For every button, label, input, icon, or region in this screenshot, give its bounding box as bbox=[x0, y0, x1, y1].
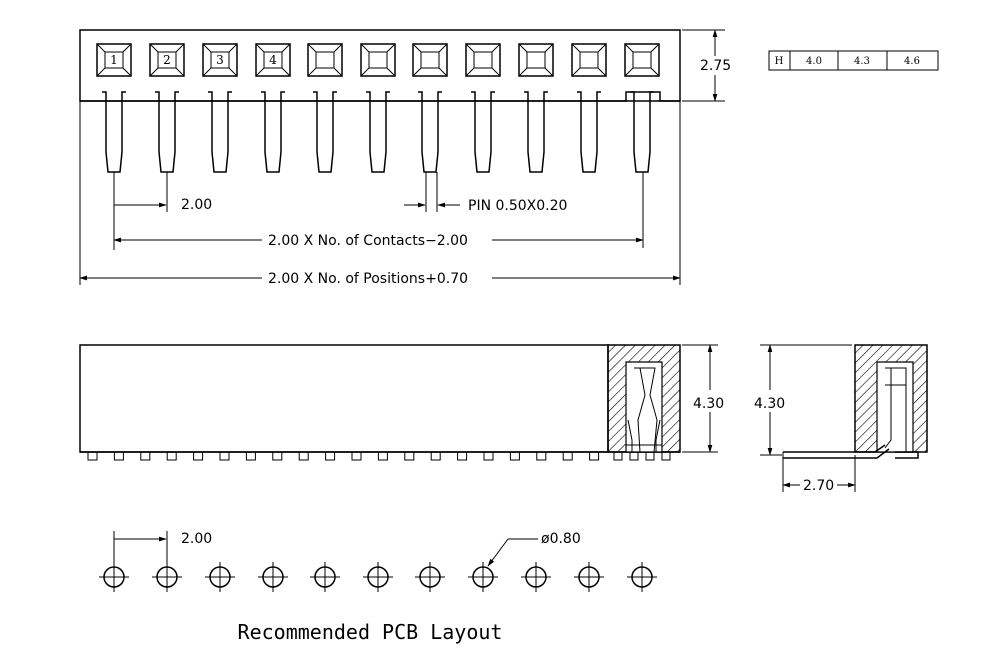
contacts-dim-label: 2.00 X No. of Contacts−2.00 bbox=[268, 233, 468, 249]
pin-tail bbox=[645, 451, 655, 461]
pin-tail bbox=[193, 451, 204, 461]
pcb-hole bbox=[627, 562, 657, 592]
right-angle-view: 4.30 2.70 bbox=[754, 344, 928, 494]
table-value-1: 4.0 bbox=[806, 56, 822, 67]
contact-pin bbox=[630, 91, 654, 173]
pin-tail bbox=[298, 451, 309, 461]
socket-row: 1 2 3 4 bbox=[96, 43, 660, 77]
pin-tail bbox=[613, 451, 623, 461]
pcb-pitch-dim: 2.00 bbox=[181, 531, 212, 547]
contact-pin bbox=[577, 91, 601, 173]
top-height-dim: 2.75 bbox=[700, 58, 731, 74]
pin-tail bbox=[140, 451, 151, 461]
pin-tail bbox=[219, 451, 230, 461]
pin-tail bbox=[661, 451, 671, 461]
table-value-3: 4.6 bbox=[904, 56, 920, 67]
socket bbox=[624, 43, 660, 77]
socket bbox=[307, 43, 343, 77]
pcb-hole-row bbox=[99, 562, 657, 592]
pin-tail bbox=[562, 451, 573, 461]
positions-dim-label: 2.00 X No. of Positions+0.70 bbox=[268, 271, 468, 287]
socket bbox=[465, 43, 501, 77]
pin-tail bbox=[483, 451, 494, 461]
socket: 4 bbox=[255, 43, 291, 77]
pin-tail bbox=[536, 451, 547, 461]
side-section bbox=[607, 344, 681, 453]
contact-pin bbox=[366, 91, 390, 173]
pitch-dim-label: 2.00 bbox=[181, 197, 212, 213]
hole-diameter-dim: ø0.80 bbox=[541, 531, 581, 547]
pcb-hole bbox=[99, 562, 129, 592]
contact-pin bbox=[524, 91, 548, 173]
socket: 2 bbox=[149, 43, 185, 77]
pin-number-label: 4 bbox=[269, 53, 277, 67]
socket bbox=[360, 43, 396, 77]
pin-tail bbox=[87, 451, 98, 461]
socket bbox=[518, 43, 554, 77]
pcb-hole bbox=[468, 562, 498, 592]
contact-pin bbox=[208, 91, 232, 173]
pcb-hole bbox=[258, 562, 288, 592]
socket: 1 bbox=[96, 43, 132, 77]
pin-tail bbox=[629, 451, 639, 461]
contact-pin bbox=[471, 91, 495, 173]
pcb-layout-caption: Recommended PCB Layout bbox=[238, 620, 503, 644]
pcb-hole bbox=[363, 562, 393, 592]
contact-pin bbox=[418, 91, 442, 173]
pin-tail bbox=[351, 451, 362, 461]
pin-tail bbox=[404, 451, 415, 461]
pin-tail bbox=[113, 451, 124, 461]
offset-dim: 2.70 bbox=[803, 478, 834, 494]
pin-number-label: 3 bbox=[216, 53, 224, 67]
contact-pin bbox=[261, 91, 285, 173]
pin-tail bbox=[166, 451, 177, 461]
table-value-2: 4.3 bbox=[854, 56, 870, 67]
side-view: 4.30 bbox=[79, 344, 724, 461]
pin-tail bbox=[325, 451, 336, 461]
pin-number-label: 2 bbox=[163, 53, 171, 67]
socket: 3 bbox=[202, 43, 238, 77]
pin-row bbox=[102, 91, 654, 173]
top-view: 1 2 3 4 2.75 2.00 PIN 0.50X0.20 2.00 X No. … bbox=[79, 29, 731, 287]
pin-tail bbox=[457, 451, 468, 461]
pcb-layout: 2.00 ø0.80 Recommended PCB Layout bbox=[99, 531, 657, 644]
pin-tail bbox=[509, 451, 520, 461]
contact-pin bbox=[155, 91, 179, 173]
pin-tail bbox=[272, 451, 283, 461]
contact-pin bbox=[313, 91, 337, 173]
pcb-hole bbox=[574, 562, 604, 592]
pin-tail bbox=[245, 451, 256, 461]
side-height-dim: 4.30 bbox=[693, 396, 724, 412]
contact-pin bbox=[102, 91, 126, 173]
side-pin-tails bbox=[87, 451, 671, 461]
pcb-hole bbox=[152, 562, 182, 592]
pin-tail bbox=[377, 451, 388, 461]
pin-number-label: 1 bbox=[110, 53, 118, 67]
pcb-hole bbox=[310, 562, 340, 592]
table-header-h: H bbox=[775, 56, 784, 67]
socket bbox=[412, 43, 448, 77]
height-table: H 4.0 4.3 4.6 bbox=[768, 50, 939, 71]
pcb-hole bbox=[205, 562, 235, 592]
socket bbox=[571, 43, 607, 77]
pin-size-dim: PIN 0.50X0.20 bbox=[468, 198, 567, 214]
side-housing bbox=[79, 344, 609, 453]
rightangle-height-dim: 4.30 bbox=[754, 396, 785, 412]
pcb-hole bbox=[521, 562, 551, 592]
pin-tail bbox=[589, 451, 600, 461]
pin-tail bbox=[430, 451, 441, 461]
pcb-hole bbox=[415, 562, 445, 592]
